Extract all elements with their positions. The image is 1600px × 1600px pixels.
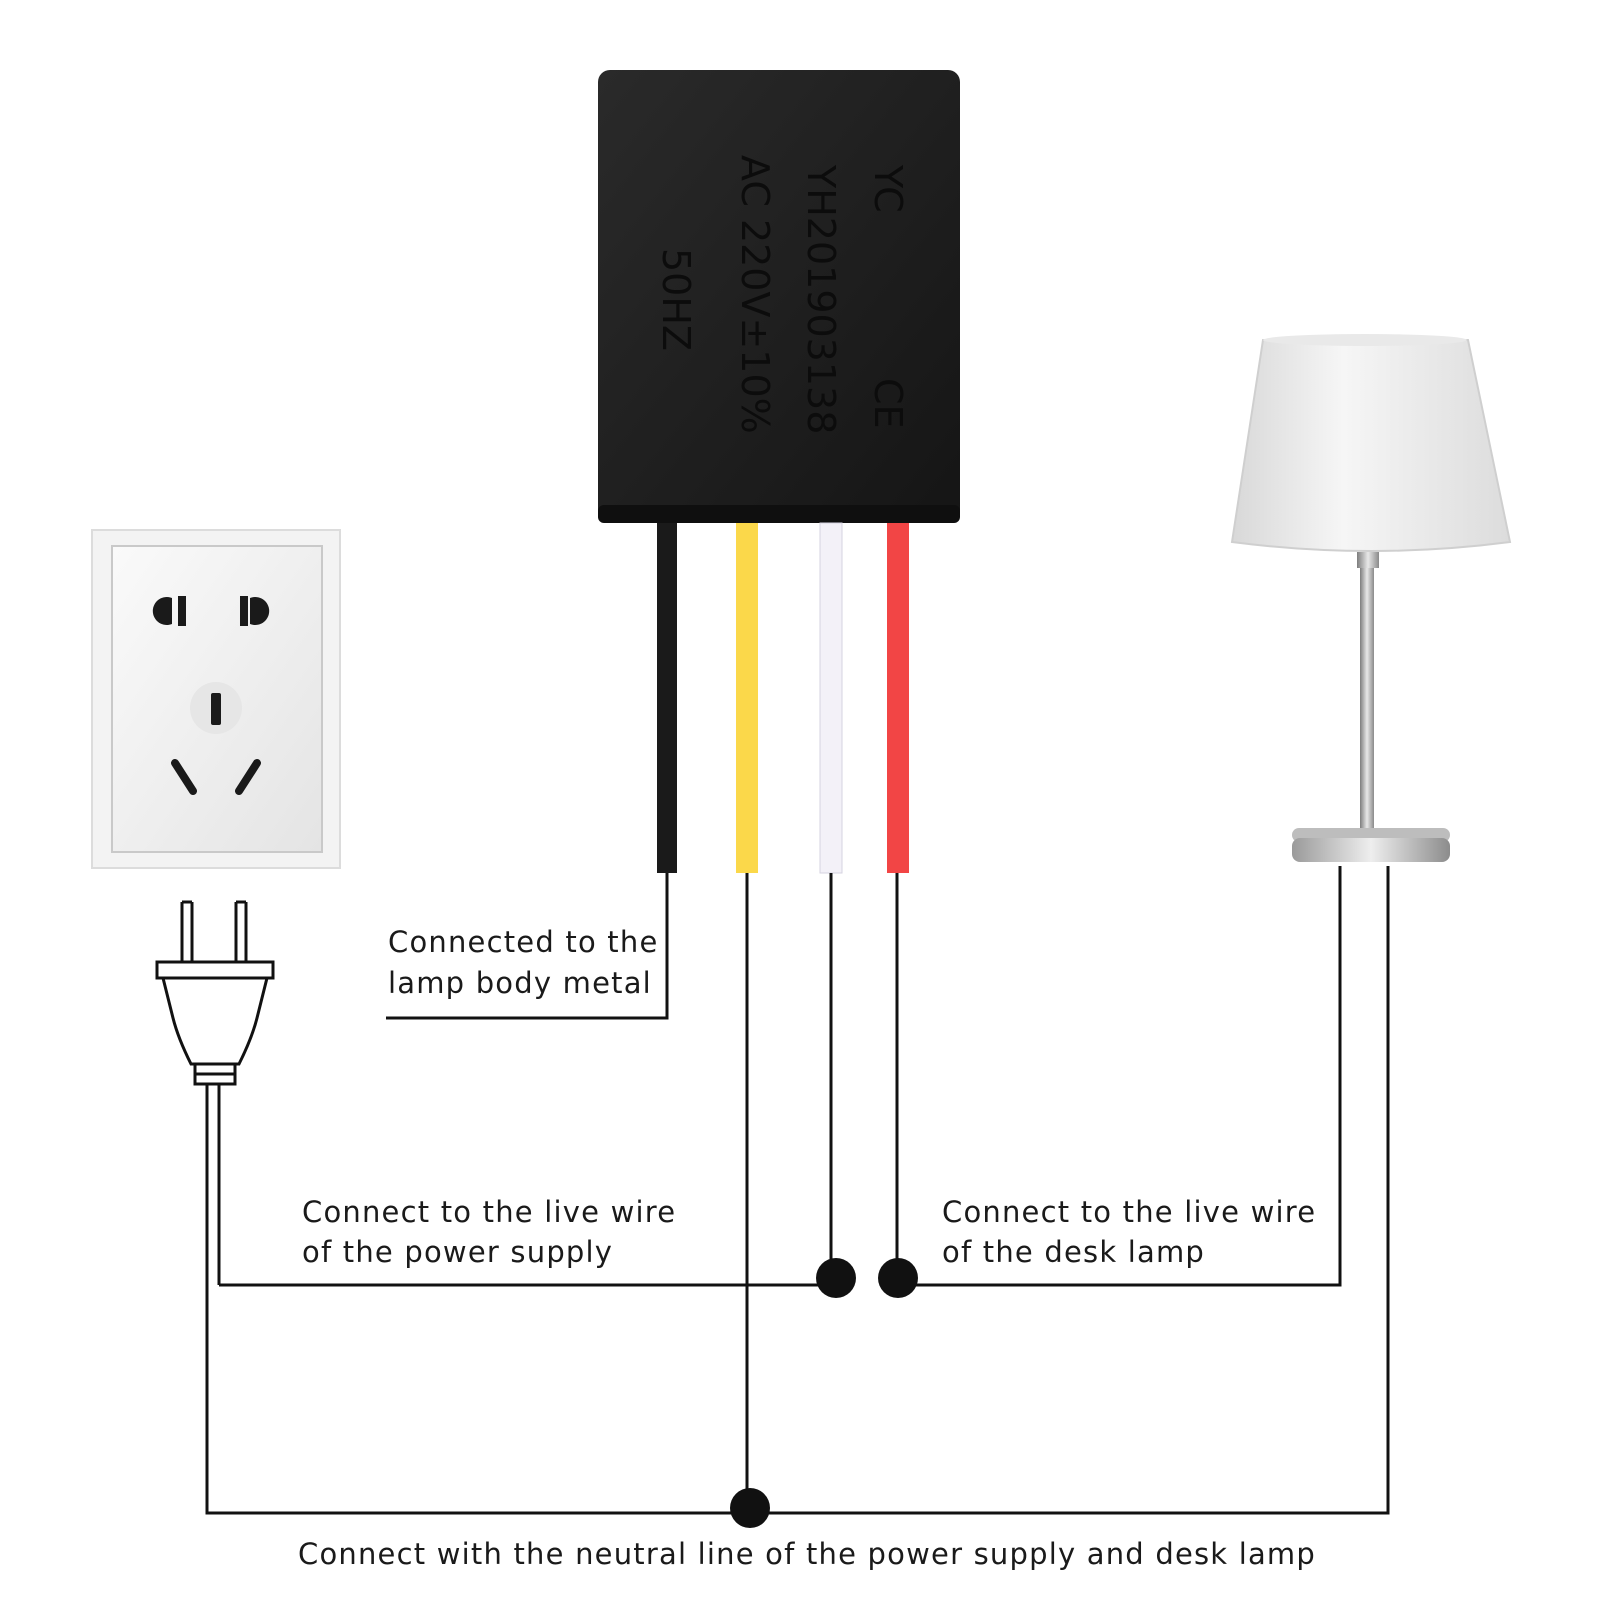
wall-socket-icon xyxy=(91,529,341,869)
desk-lamp-icon xyxy=(1230,334,1512,862)
module-wires xyxy=(657,522,909,874)
red-wire xyxy=(887,523,909,873)
metal-body-label-line2: lamp body metal xyxy=(388,966,652,1000)
lamp-live-label-line1: Connect to the live wire xyxy=(942,1195,1316,1229)
black-wire xyxy=(657,523,677,873)
lamp-live-junction xyxy=(878,1258,918,1298)
metal-body-label-line1: Connected to the xyxy=(388,925,659,959)
module-body xyxy=(598,70,960,522)
connection-lines xyxy=(205,866,1390,1515)
module-ce-mark: CE xyxy=(866,378,910,429)
module-frequency: 50HZ xyxy=(654,248,698,351)
yellow-wire xyxy=(736,523,758,873)
module-rating: AC 220V±10% xyxy=(733,155,777,434)
touch-module: YC CE YH201903138 AC 220V±10% 50HZ xyxy=(598,70,960,523)
lamp-live-label-line2: of the desk lamp xyxy=(942,1235,1205,1269)
module-model: YH201903138 xyxy=(799,164,843,434)
neutral-label: Connect with the neutral line of the pow… xyxy=(298,1537,1316,1571)
power-live-label-line1: Connect to the live wire xyxy=(302,1195,676,1229)
power-live-junction xyxy=(816,1258,856,1298)
power-plug-icon xyxy=(155,900,275,1504)
module-brand: YC xyxy=(866,164,910,213)
white-wire xyxy=(819,522,843,874)
power-live-label-line2: of the power supply xyxy=(302,1235,613,1269)
neutral-junction xyxy=(730,1488,770,1528)
metal-body-line xyxy=(386,873,669,1020)
